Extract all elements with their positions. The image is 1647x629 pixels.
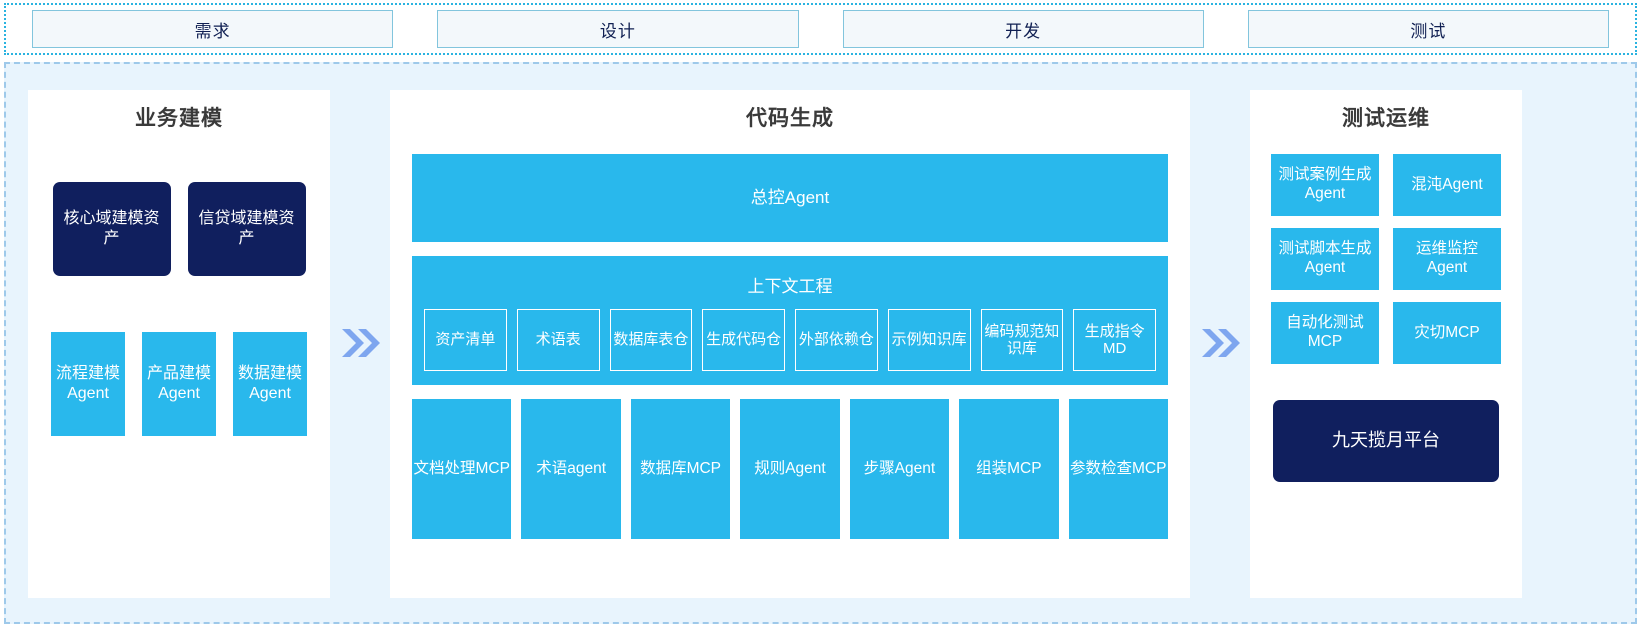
test-box-testcase-generation-agent[interactable]: 测试案例生成Agent bbox=[1271, 154, 1379, 216]
tool-label: 数据库MCP bbox=[640, 459, 722, 477]
test-box-label: 灾切MCP bbox=[1414, 323, 1480, 341]
test-box-label: 测试脚本生成Agent bbox=[1278, 240, 1372, 276]
context-item-label: 示例知识库 bbox=[891, 331, 967, 349]
context-item-label: 生成代码仓 bbox=[706, 331, 782, 349]
context-item-label: 外部依赖仓 bbox=[798, 331, 874, 349]
context-item-glossary[interactable]: 术语表 bbox=[516, 309, 600, 371]
panel-title: 测试运维 bbox=[1342, 107, 1430, 130]
asset-box-credit-domain[interactable]: 信贷域建模资产 bbox=[187, 182, 306, 276]
architecture-region: 业务建模 核心域建模资产 信贷域建模资产 流程建模Agent 产品建模Agent… bbox=[4, 62, 1637, 624]
panel-title: 代码生成 bbox=[746, 107, 834, 130]
phase-label: 开发 bbox=[1005, 21, 1042, 41]
tool-box-parameter-check-mcp[interactable]: 参数检查MCP bbox=[1068, 399, 1168, 539]
tool-row: 文档处理MCP 术语agent 数据库MCP 规则Agent 步骤Agent bbox=[412, 399, 1168, 539]
context-item-generation-instruction-md[interactable]: 生成指令MD bbox=[1073, 309, 1156, 371]
context-item-db-table-repo[interactable]: 数据库表仓 bbox=[609, 309, 693, 371]
asset-label: 核心域建模资产 bbox=[63, 210, 160, 247]
platform-label: 九天揽月平台 bbox=[1332, 430, 1440, 451]
phase-box-design[interactable]: 设计 bbox=[437, 10, 799, 48]
test-ops-grid: 测试案例生成Agent 混沌Agent 测试脚本生成Agent 运维监控Agen… bbox=[1250, 154, 1522, 364]
panel-title: 业务建模 bbox=[135, 107, 223, 130]
test-box-label: 运维监控Agent bbox=[1415, 240, 1478, 276]
agent-label: 流程建模Agent bbox=[55, 365, 120, 402]
master-agent-label: 总控Agent bbox=[750, 187, 830, 207]
test-box-ops-monitoring-agent[interactable]: 运维监控Agent bbox=[1393, 228, 1501, 290]
agent-box-product-modeling[interactable]: 产品建模Agent bbox=[142, 332, 216, 436]
context-item-example-knowledge-base[interactable]: 示例知识库 bbox=[887, 309, 971, 371]
agent-label: 产品建模Agent bbox=[146, 365, 211, 402]
platform-wrap: 九天揽月平台 bbox=[1250, 400, 1522, 482]
tool-label: 步骤Agent bbox=[863, 459, 936, 477]
business-agent-group: 流程建模Agent 产品建模Agent 数据建模Agent bbox=[28, 332, 330, 436]
tool-label: 规则Agent bbox=[754, 459, 826, 477]
phase-box-development[interactable]: 开发 bbox=[842, 10, 1204, 48]
tool-box-rule-agent[interactable]: 规则Agent bbox=[740, 399, 840, 539]
context-item-label: 数据库表仓 bbox=[613, 331, 689, 349]
master-agent-bar[interactable]: 总控Agent bbox=[412, 154, 1168, 242]
panel-test-operations: 测试运维 测试案例生成Agent 混沌Agent 测试脚本生成Agent 运维监… bbox=[1250, 90, 1522, 598]
tool-box-step-agent[interactable]: 步骤Agent bbox=[849, 399, 950, 539]
context-item-label: 资产清单 bbox=[435, 331, 496, 349]
phase-box-testing[interactable]: 测试 bbox=[1247, 10, 1609, 48]
test-box-automated-test-mcp[interactable]: 自动化测试MCP bbox=[1271, 302, 1379, 364]
code-generation-body: 总控Agent 上下文工程 资产清单 术语表 数据库表仓 bbox=[390, 132, 1190, 539]
context-engineering-title: 上下文工程 bbox=[747, 277, 833, 296]
flow-arrow-left bbox=[330, 64, 390, 622]
phase-label: 设计 bbox=[599, 21, 636, 41]
context-item-label: 术语表 bbox=[535, 331, 581, 349]
double-chevron-right-icon bbox=[342, 329, 380, 357]
phase-box-requirements[interactable]: 需求 bbox=[32, 10, 394, 48]
context-item-label: 生成指令MD bbox=[1084, 322, 1145, 357]
context-item-label: 编码规范知识库 bbox=[984, 322, 1060, 357]
context-item-generated-code-repo[interactable]: 生成代码仓 bbox=[702, 309, 785, 371]
context-item-coding-standard-knowledge-base[interactable]: 编码规范知识库 bbox=[980, 309, 1064, 371]
test-box-test-script-generation-agent[interactable]: 测试脚本生成Agent bbox=[1271, 228, 1379, 290]
agent-label: 数据建模Agent bbox=[237, 365, 302, 402]
tool-box-database-mcp[interactable]: 数据库MCP bbox=[630, 399, 731, 539]
phase-label: 需求 bbox=[194, 21, 231, 41]
test-box-label: 混沌Agent bbox=[1411, 175, 1483, 193]
test-box-chaos-agent[interactable]: 混沌Agent bbox=[1393, 154, 1501, 216]
platform-box-jiutian-lanyue[interactable]: 九天揽月平台 bbox=[1273, 400, 1499, 482]
tool-box-glossary-agent[interactable]: 术语agent bbox=[521, 399, 621, 539]
panel-business-modeling: 业务建模 核心域建模资产 信贷域建模资产 流程建模Agent 产品建模Agent… bbox=[28, 90, 330, 598]
tool-label: 术语agent bbox=[536, 459, 607, 477]
tool-box-assembly-mcp[interactable]: 组装MCP bbox=[959, 399, 1059, 539]
test-box-label: 自动化测试MCP bbox=[1286, 314, 1364, 350]
asset-box-core-domain[interactable]: 核心域建模资产 bbox=[52, 182, 171, 276]
context-item-asset-inventory[interactable]: 资产清单 bbox=[424, 309, 507, 371]
tool-box-document-processing-mcp[interactable]: 文档处理MCP bbox=[412, 399, 512, 539]
test-box-disaster-switch-mcp[interactable]: 灾切MCP bbox=[1393, 302, 1501, 364]
double-chevron-right-icon bbox=[1202, 329, 1240, 357]
agent-box-process-modeling[interactable]: 流程建模Agent bbox=[51, 332, 125, 436]
context-item-row: 资产清单 术语表 数据库表仓 生成代码仓 外部依赖仓 bbox=[424, 309, 1156, 371]
business-asset-group: 核心域建模资产 信贷域建模资产 bbox=[28, 182, 330, 276]
context-engineering-block: 上下文工程 资产清单 术语表 数据库表仓 生成代码仓 bbox=[412, 256, 1168, 385]
tool-label: 参数检查MCP bbox=[1070, 459, 1167, 477]
phase-label: 测试 bbox=[1410, 21, 1447, 41]
asset-label: 信贷域建模资产 bbox=[198, 210, 295, 247]
tool-label: 文档处理MCP bbox=[413, 459, 510, 477]
panel-code-generation: 代码生成 总控Agent 上下文工程 资产清单 术语表 bbox=[390, 90, 1190, 598]
context-item-external-dependency-repo[interactable]: 外部依赖仓 bbox=[795, 309, 878, 371]
flow-arrow-right bbox=[1190, 64, 1250, 622]
phase-strip: 需求 设计 开发 测试 bbox=[4, 3, 1637, 55]
agent-box-data-modeling[interactable]: 数据建模Agent bbox=[233, 332, 307, 436]
test-box-label: 测试案例生成Agent bbox=[1278, 166, 1372, 202]
tool-label: 组装MCP bbox=[976, 459, 1042, 477]
